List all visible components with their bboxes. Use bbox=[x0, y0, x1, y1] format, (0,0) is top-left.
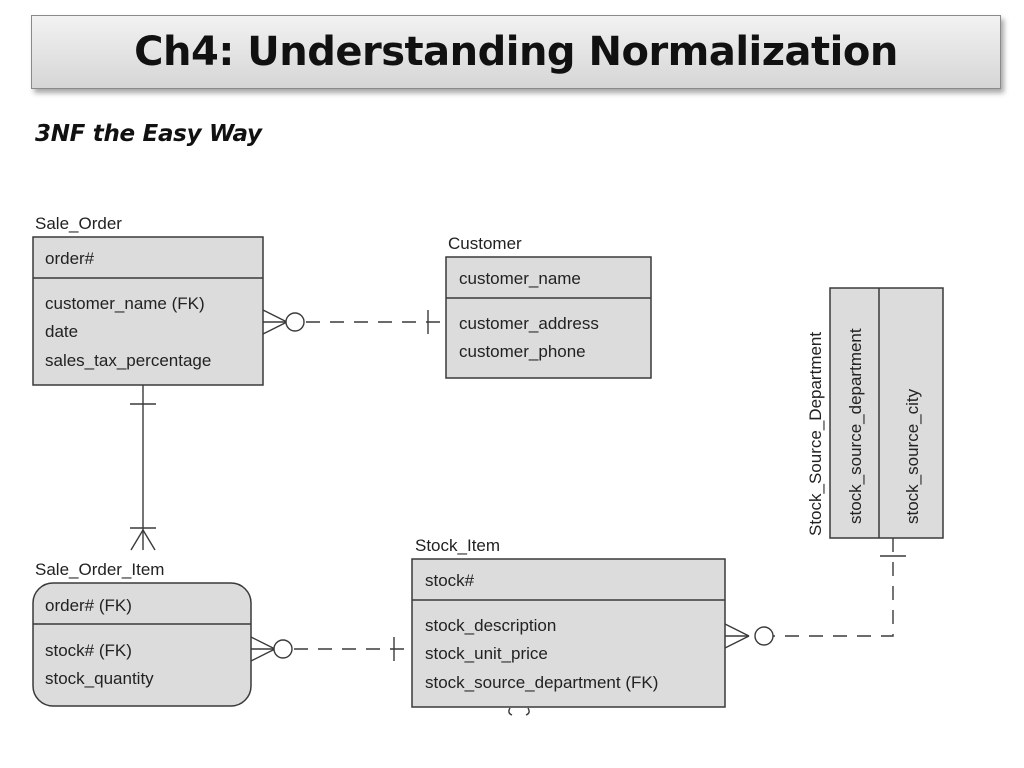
cardinality-zero-ring bbox=[273, 639, 293, 659]
attribute: stock_source_department (FK) bbox=[425, 673, 658, 692]
attribute: stock_source_city bbox=[903, 388, 922, 524]
attribute: sales_tax_percentage bbox=[45, 351, 211, 370]
entity-name-sale-order: Sale_Order bbox=[35, 214, 122, 233]
attribute: customer_address bbox=[459, 314, 599, 333]
key-attribute: stock# bbox=[425, 571, 475, 590]
entity-box-stock-item bbox=[411, 558, 726, 708]
entity-name-stock-source-department: Stock_Source_Department bbox=[806, 332, 825, 536]
relationship-line bbox=[773, 538, 894, 637]
entity-sale-order: Sale_Order order# customer_name (FK) dat… bbox=[32, 214, 264, 386]
crows-foot bbox=[262, 321, 288, 335]
attribute: stock_unit_price bbox=[425, 644, 548, 663]
crows-foot bbox=[142, 529, 156, 551]
clipped-artifact bbox=[508, 707, 530, 716]
entity-stock-source-department: Stock_Source_Department stock_source_dep… bbox=[806, 287, 944, 539]
crows-foot bbox=[250, 648, 276, 662]
attribute: customer_name (FK) bbox=[45, 294, 205, 313]
entity-sale-order-item: Sale_Order_Item order# (FK) stock# (FK) … bbox=[32, 560, 252, 707]
relationship-stock-source-department-stock-item bbox=[724, 538, 906, 649]
key-attribute: customer_name bbox=[459, 269, 581, 288]
key-attribute: stock_source_department bbox=[846, 328, 865, 524]
entity-box-stock-source-department bbox=[829, 287, 944, 539]
crows-foot bbox=[724, 635, 750, 649]
entity-name-stock-item: Stock_Item bbox=[415, 536, 500, 555]
cardinality-zero-ring bbox=[285, 312, 305, 332]
crows-foot bbox=[262, 309, 288, 323]
entity-stock-item: Stock_Item stock# stock_description stoc… bbox=[411, 536, 726, 716]
entity-box-sale-order-item bbox=[32, 582, 252, 707]
entity-box-customer bbox=[445, 256, 652, 379]
slide-subtitle: 3NF the Easy Way bbox=[35, 121, 262, 147]
slide-title-bar: Ch4: Understanding Normalization bbox=[31, 15, 1001, 89]
attribute: customer_phone bbox=[459, 342, 586, 361]
attribute: stock_quantity bbox=[45, 669, 154, 688]
relationship-sale-order-sale-order-item bbox=[130, 385, 156, 551]
attribute: stock# (FK) bbox=[45, 641, 132, 660]
slide-title: Ch4: Understanding Normalization bbox=[134, 29, 898, 75]
attribute: date bbox=[45, 322, 78, 341]
key-attribute: order# bbox=[45, 249, 95, 268]
entity-name-customer: Customer bbox=[448, 234, 522, 253]
crows-foot bbox=[130, 529, 144, 551]
entity-box-sale-order bbox=[32, 236, 264, 386]
relationship-customer-sale-order bbox=[262, 309, 446, 335]
relationship-stock-item-sale-order-item bbox=[250, 636, 412, 662]
key-attribute: order# (FK) bbox=[45, 596, 132, 615]
attribute: stock_description bbox=[425, 616, 556, 635]
cardinality-zero-ring bbox=[754, 626, 774, 646]
crows-foot bbox=[724, 623, 750, 637]
entity-customer: Customer customer_name customer_address … bbox=[445, 234, 652, 379]
entity-name-sale-order-item: Sale_Order_Item bbox=[35, 560, 164, 579]
crows-foot bbox=[250, 636, 276, 650]
